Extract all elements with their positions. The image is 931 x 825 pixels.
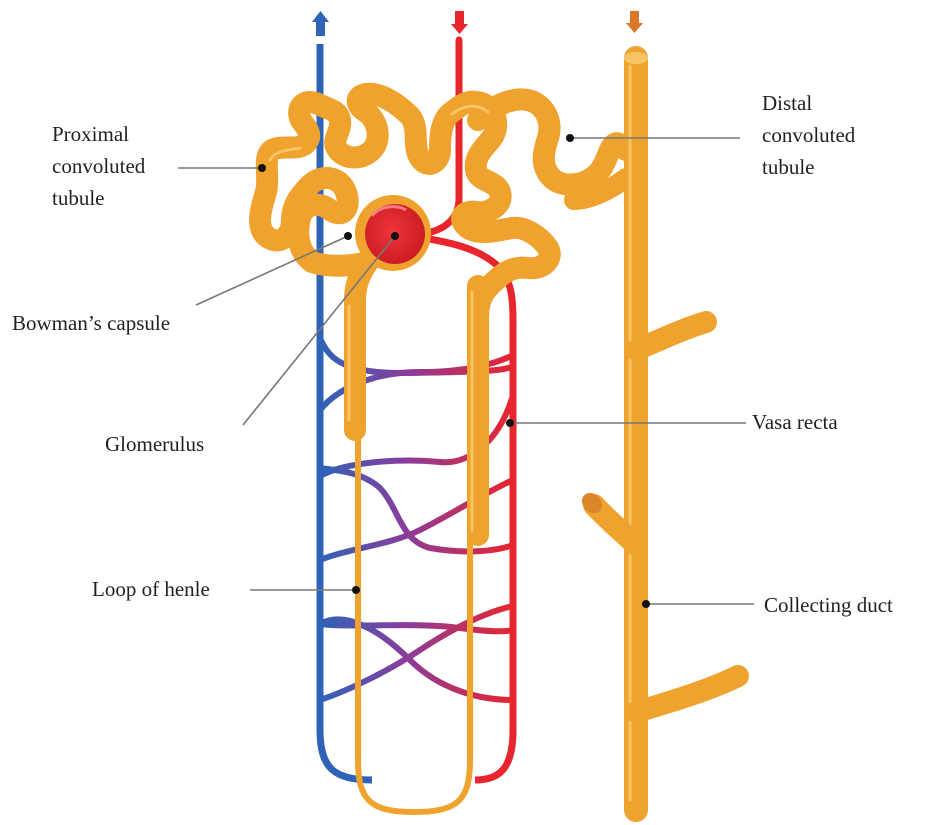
label-bowmans-capsule: Bowman’s capsule [12,311,170,335]
labels: Proximal convoluted tubule Distal convol… [12,91,893,617]
capillary [320,624,513,631]
label-pct-line2: convoluted [52,154,146,178]
blood-in-arrow-icon [451,11,468,34]
loop-bottom [358,760,470,812]
label-vasa-recta: Vasa recta [752,410,838,434]
label-pct-line1: Proximal [52,122,129,146]
label-dct-line3: tubule [762,155,815,179]
label-glomerulus: Glomerulus [105,432,204,456]
nephron-tubule [260,94,626,812]
label-dct-line1: Distal [762,91,812,115]
duct-in-arrow-icon [626,11,643,33]
label-loop-of-henle: Loop of henle [92,577,210,601]
blood-out-arrow-icon [312,11,329,36]
label-dct-line2: convoluted [762,123,856,147]
label-collecting-duct: Collecting duct [764,593,893,617]
label-pct-line3: tubule [52,186,105,210]
duct-branch [636,676,738,712]
